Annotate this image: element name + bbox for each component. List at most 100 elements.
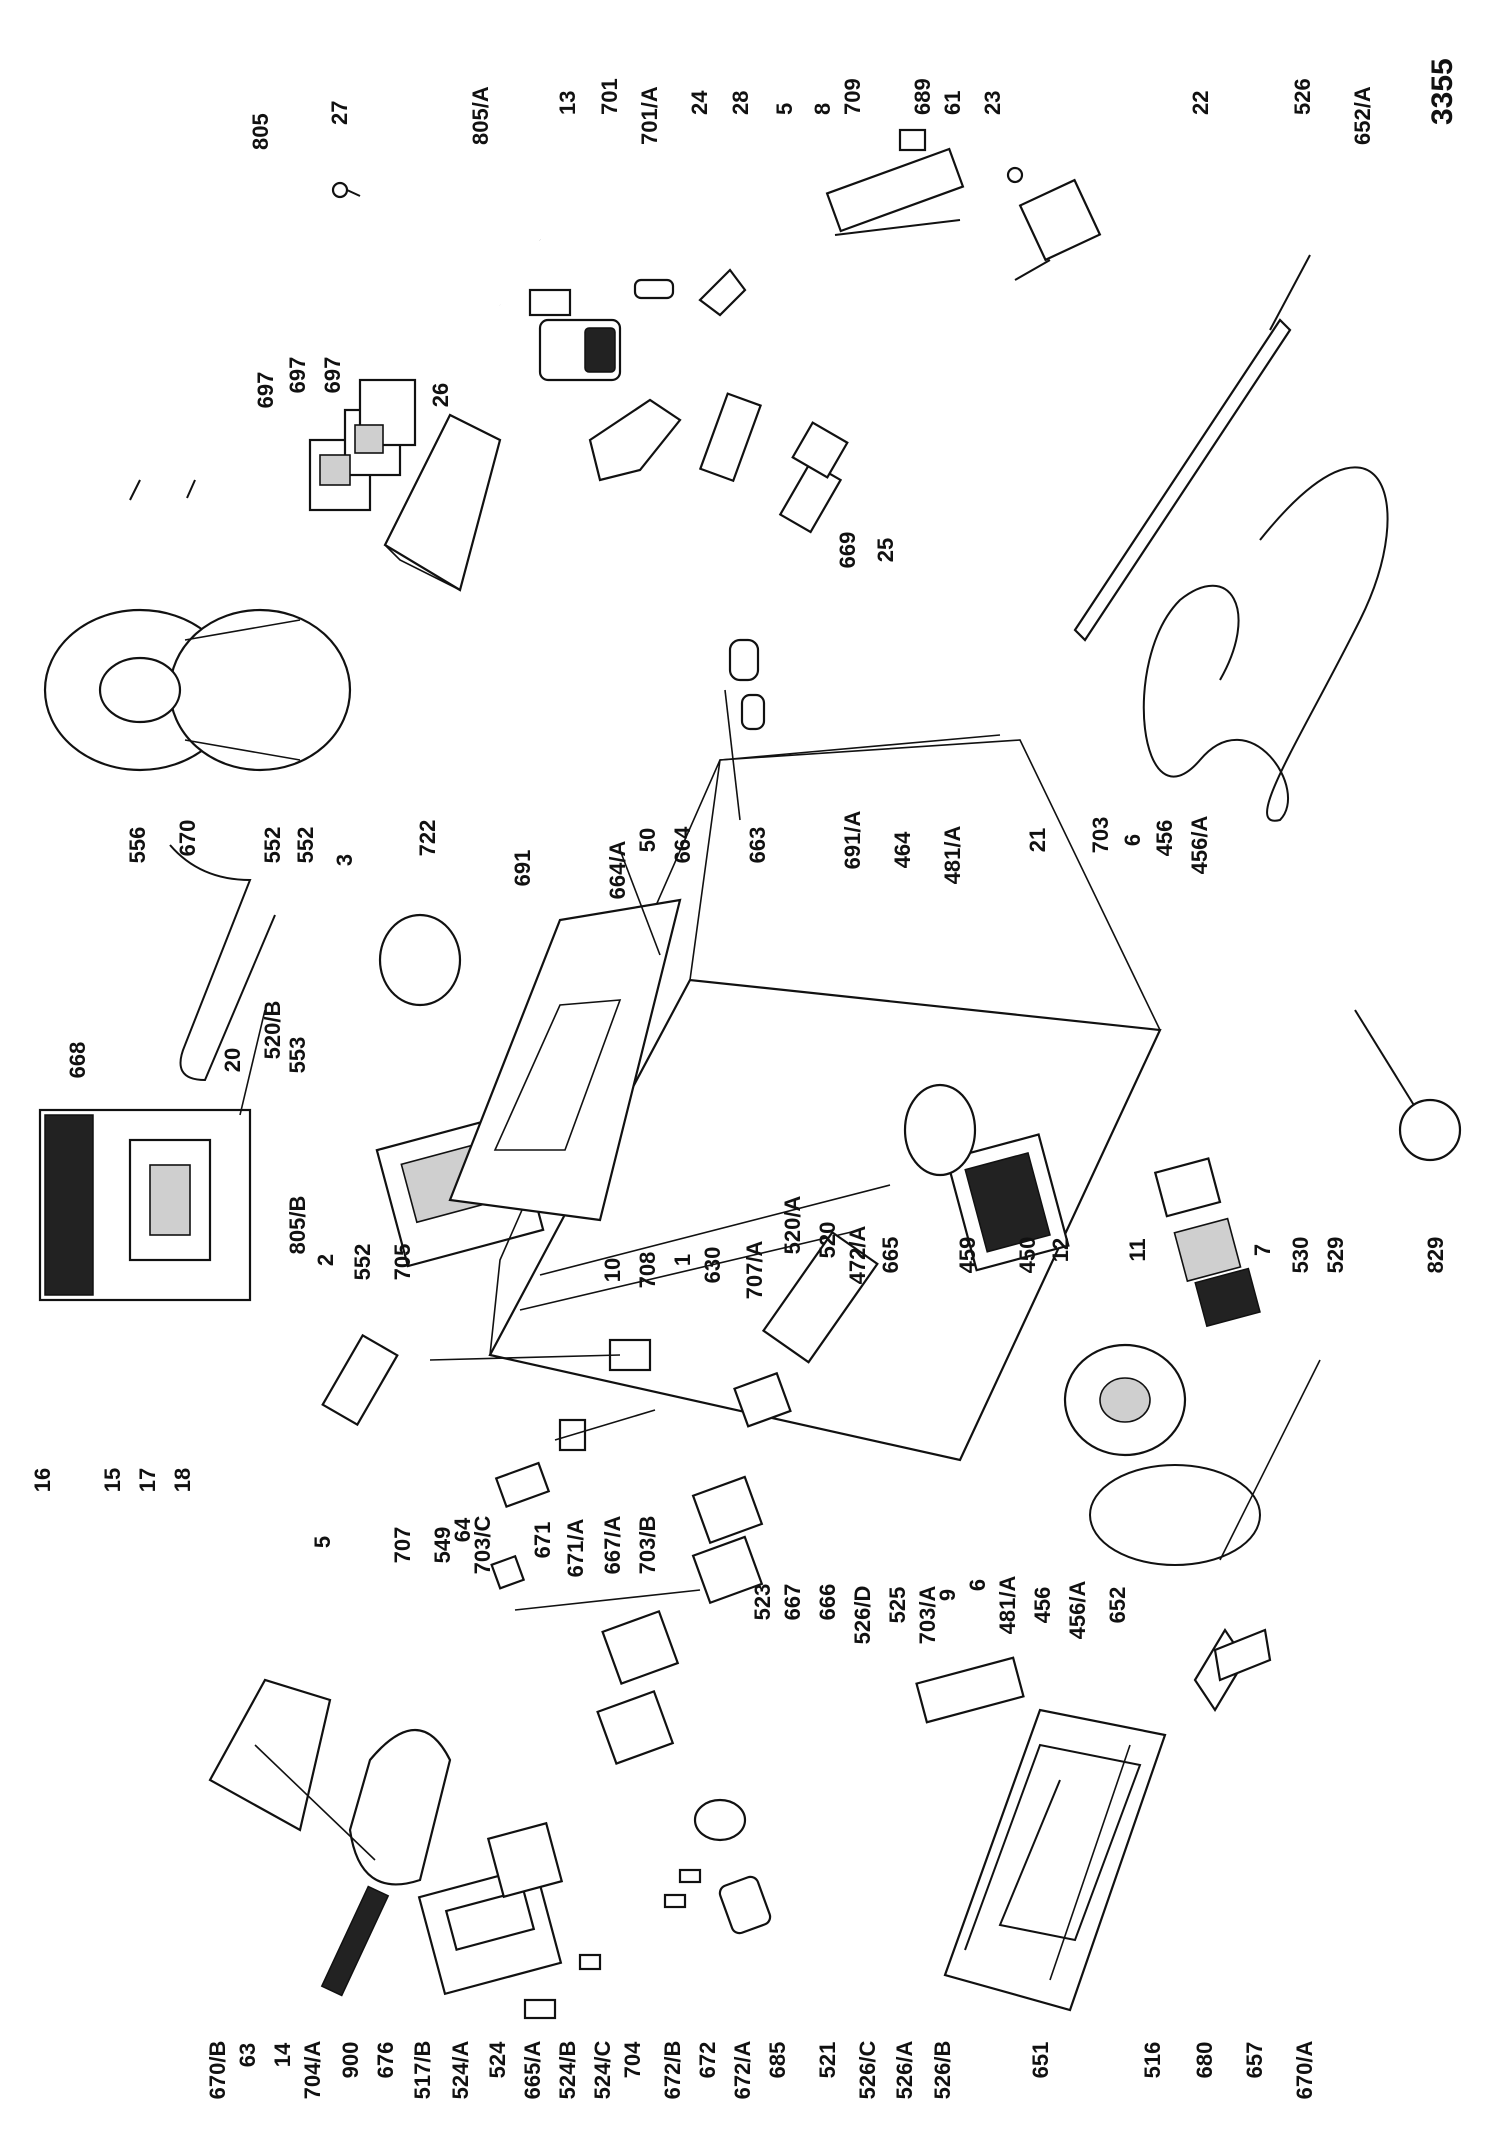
label-mid-456a: 456/A bbox=[1187, 816, 1212, 875]
label-bot-14: 14 bbox=[270, 2042, 295, 2067]
terminal-block-5-left bbox=[321, 1333, 399, 1427]
label-mid-2: 2 bbox=[313, 1254, 338, 1266]
label-ml-671a: 671/A bbox=[563, 1519, 588, 1578]
figure-ref-number: 3355 bbox=[1426, 58, 1459, 125]
label-ml-526d: 526/D bbox=[850, 1586, 875, 1645]
label-ml-6: 6 bbox=[965, 1579, 990, 1591]
bottom-element-651 bbox=[943, 1708, 1167, 2012]
label-ml-481a: 481/A bbox=[995, 1576, 1020, 1635]
door-panel-529 bbox=[1153, 1157, 1261, 1328]
label-top-13: 13 bbox=[555, 91, 580, 115]
transformer-668 bbox=[38, 1108, 252, 1302]
relay-block-697 bbox=[308, 378, 417, 512]
label-bot-517b: 517/B bbox=[410, 2041, 435, 2100]
label-mid-630: 630 bbox=[700, 1247, 725, 1284]
fan-motor-680 bbox=[1063, 1343, 1187, 1457]
label-bot-63: 63 bbox=[235, 2043, 260, 2067]
motor-669 bbox=[778, 421, 849, 534]
switches-667 bbox=[596, 1475, 764, 1765]
label-mid-25: 25 bbox=[873, 538, 898, 562]
label-ml-667: 667 bbox=[780, 1584, 805, 1621]
label-top-709: 709 bbox=[840, 78, 865, 115]
label-bot-526a: 526/A bbox=[892, 2041, 917, 2100]
label-mid-6: 6 bbox=[1120, 834, 1145, 846]
label-top-28: 28 bbox=[728, 91, 753, 115]
label-ml-456a: 456/A bbox=[1065, 1581, 1090, 1640]
label-mid-669: 669 bbox=[835, 532, 860, 569]
label-top-5: 5 bbox=[772, 103, 797, 115]
element-9 bbox=[915, 1656, 1025, 1724]
label-bot-665a: 665/A bbox=[520, 2041, 545, 2100]
label-ml-456: 456 bbox=[1030, 1587, 1055, 1624]
tray-450 bbox=[903, 1083, 1070, 1272]
label-mid-7: 7 bbox=[1250, 1244, 1275, 1256]
label-bot-524a: 524/A bbox=[448, 2041, 473, 2100]
label-bot-676: 676 bbox=[373, 2042, 398, 2079]
grill-element-652-A bbox=[1142, 466, 1389, 822]
label-bot-657: 657 bbox=[1242, 2042, 1267, 2079]
cover-26 bbox=[383, 413, 502, 592]
label-ml-667a: 667/A bbox=[600, 1516, 625, 1575]
connectors-524 bbox=[523, 1868, 702, 2020]
label-bot-524c: 524/C bbox=[590, 2041, 615, 2100]
label-mid-552-3: 552 bbox=[350, 1244, 375, 1281]
label-mid-664: 664 bbox=[670, 826, 695, 863]
label-mid-691: 691 bbox=[510, 850, 535, 887]
label-ml-549: 549 bbox=[430, 1527, 455, 1564]
label-bot-680: 680 bbox=[1192, 2042, 1217, 2079]
label-left-17: 17 bbox=[135, 1468, 160, 1492]
label-mid-10: 10 bbox=[600, 1258, 625, 1282]
label-ml-652: 652 bbox=[1105, 1587, 1130, 1624]
motor-722 bbox=[378, 913, 462, 1007]
label-mid-552-1: 552 bbox=[260, 827, 285, 864]
label-ml-525: 525 bbox=[885, 1587, 910, 1624]
heating-element-805 bbox=[129, 110, 542, 501]
label-mid-472a: 472/A bbox=[845, 1226, 870, 1285]
terminal-strip-63 bbox=[320, 1885, 390, 1997]
label-bot-704: 704 bbox=[620, 2041, 645, 2078]
lamp-663 bbox=[728, 638, 766, 731]
label-top-689: 689 bbox=[910, 78, 935, 115]
label-left-18: 18 bbox=[170, 1468, 195, 1492]
label-top-701a: 701/A bbox=[637, 86, 662, 145]
terminal-block-5 bbox=[698, 392, 763, 483]
label-mid-552-2: 552 bbox=[293, 827, 318, 864]
label-bot-526c: 526/C bbox=[855, 2041, 880, 2100]
label-mid-520b: 520/B bbox=[260, 1001, 285, 1060]
label-mid-668: 668 bbox=[65, 1042, 90, 1079]
label-mid-708: 708 bbox=[635, 1252, 660, 1289]
label-ml-523: 523 bbox=[750, 1584, 775, 1621]
leader-lines bbox=[239, 689, 1321, 1981]
label-ml-703a: 703/A bbox=[915, 1586, 940, 1645]
label-mid-12: 12 bbox=[1048, 1238, 1073, 1262]
belt-556 bbox=[169, 844, 276, 1082]
label-top-652a: 652/A bbox=[1350, 86, 1375, 145]
label-top-27: 27 bbox=[327, 101, 352, 125]
label-left-16: 16 bbox=[30, 1468, 55, 1492]
mounting-plate bbox=[588, 398, 682, 482]
label-bot-900: 900 bbox=[338, 2042, 363, 2079]
circular-element-652 bbox=[1089, 1464, 1261, 1566]
capacitor-701 bbox=[528, 288, 622, 382]
timer-665 bbox=[733, 1230, 879, 1428]
label-mid-520: 520 bbox=[815, 1222, 840, 1259]
label-mid-456: 456 bbox=[1152, 820, 1177, 857]
label-top-24: 24 bbox=[687, 90, 712, 115]
thermostat-709 bbox=[825, 128, 965, 236]
label-mid-670: 670 bbox=[175, 820, 200, 857]
label-bot-670b: 670/B bbox=[205, 2041, 230, 2100]
label-top-805: 805 bbox=[248, 113, 273, 150]
label-mid-530: 530 bbox=[1288, 1237, 1313, 1274]
label-ml-703b: 703/B bbox=[635, 1516, 660, 1575]
label-top-526: 526 bbox=[1290, 78, 1315, 115]
label-top-701: 701 bbox=[597, 78, 622, 115]
knob-523 bbox=[693, 1798, 772, 1935]
label-bot-685: 685 bbox=[765, 2042, 790, 2079]
fan-670 bbox=[43, 608, 352, 772]
label-bot-670a: 670/A bbox=[1292, 2041, 1317, 2100]
label-ml-703c: 703/C bbox=[470, 1516, 495, 1575]
label-left-15: 15 bbox=[100, 1468, 125, 1492]
label-mid-20: 20 bbox=[220, 1048, 245, 1072]
label-bot-672a: 672/A bbox=[730, 2041, 755, 2100]
